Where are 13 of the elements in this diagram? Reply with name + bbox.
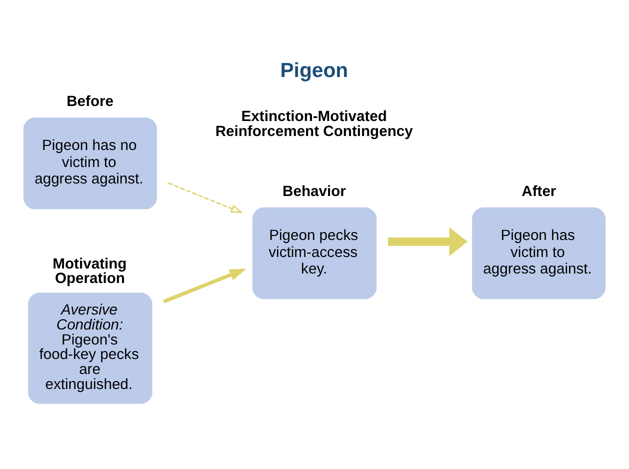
node-box: Pigeon has victim to aggress against. [472,207,606,300]
node-label: After [522,184,556,200]
node-box: Pigeon has no victim to aggress against. [23,118,157,210]
diagram-title: Pigeon [280,60,348,82]
node-box: Pigeon pecks victim-access key. [252,207,377,300]
arrow [168,182,243,214]
node-box: Aversive Condition: Pigeon's food-key pecks are extinguished. [28,292,152,404]
node-label: Behavior [282,184,346,200]
arrow [162,268,246,304]
node-label: Before [66,94,114,110]
label: Extinction-Motivated Reinforcement Contingency [215,109,413,140]
arrow [388,227,468,256]
node-label: Motivating Operation [52,256,127,288]
